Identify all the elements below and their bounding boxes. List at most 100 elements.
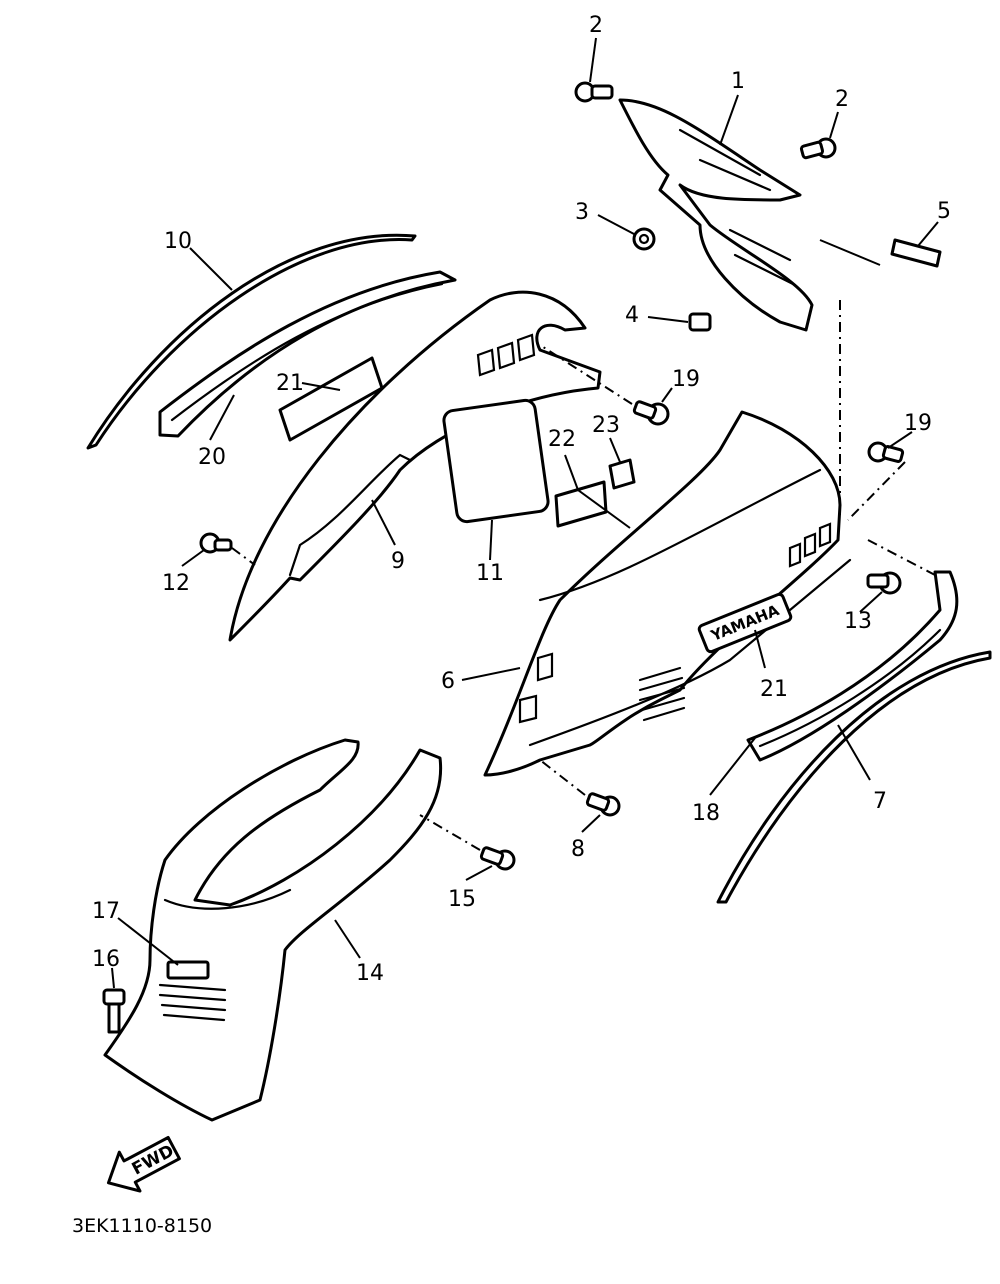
part-15-screw	[479, 846, 516, 871]
part-18-rail-detail	[758, 628, 942, 748]
part-6-lower-edge	[528, 558, 852, 747]
assembly-line-12	[231, 547, 256, 566]
callout-18: 18	[692, 801, 720, 826]
leader-6	[461, 667, 521, 681]
part-12-screw	[199, 532, 233, 554]
leader-13	[859, 591, 883, 613]
leader-1	[719, 94, 739, 146]
part-23-label	[608, 458, 636, 490]
callout-10: 10	[164, 229, 192, 254]
leader-4	[647, 316, 689, 323]
part-19-screw-left	[632, 400, 670, 426]
leader-16	[111, 967, 115, 989]
part-14-inner-edge	[163, 888, 292, 910]
callout-1: 1	[731, 69, 745, 94]
callout-11: 11	[476, 561, 504, 586]
leader-18	[709, 737, 756, 796]
callout-8: 8	[571, 837, 585, 862]
part-14-vents	[158, 983, 227, 1022]
leader-19-right	[887, 431, 913, 449]
assembly-line-13	[867, 539, 936, 576]
part-1-rib-1	[678, 128, 762, 177]
part-1-rib-2	[698, 158, 772, 192]
leader-12	[181, 549, 205, 567]
part-6-vent-2	[518, 694, 538, 724]
callout-23: 23	[592, 413, 620, 438]
callout-5: 5	[937, 199, 951, 224]
fwd-arrow: FWD	[106, 1136, 181, 1193]
part-6-main-side-cover	[483, 410, 842, 777]
part-4-clip	[688, 312, 712, 332]
part-1-rear-bracket	[618, 98, 814, 332]
callout-12: 12	[162, 571, 190, 596]
assembly-line-19-right	[847, 461, 906, 521]
leader-2-right	[829, 111, 839, 139]
part-1-rib-4	[733, 253, 797, 287]
part-7-lower-trim	[716, 650, 992, 904]
leader-15	[465, 865, 493, 881]
part-6-highlight	[538, 468, 822, 602]
leader-19-left	[661, 387, 673, 403]
leader-8	[581, 814, 601, 833]
callout-7: 7	[873, 789, 887, 814]
callout-2-right: 2	[835, 87, 849, 112]
part-5-label	[890, 238, 942, 268]
callout-2-left: 2	[589, 13, 603, 38]
leader-2-left	[589, 37, 597, 83]
leader-7	[837, 724, 871, 781]
callout-19-left: 19	[672, 367, 700, 392]
callout-22: 22	[548, 427, 576, 452]
part-6-vent-3	[788, 542, 802, 568]
part-11-seal	[442, 398, 550, 524]
leader-14	[334, 919, 361, 959]
part-3-nut	[632, 227, 656, 251]
diagram-code: 3EK1110-8150	[72, 1215, 212, 1237]
callout-19-right: 19	[904, 411, 932, 436]
leader-5	[917, 221, 939, 247]
assembly-line-15	[419, 814, 481, 851]
leader-21-right	[754, 629, 766, 669]
part-2-screw-right	[799, 137, 837, 160]
callout-4: 4	[625, 303, 639, 328]
part-9-slot-3	[516, 333, 536, 362]
assembly-line-5	[819, 239, 881, 266]
leader-10	[189, 247, 233, 291]
callout-9: 9	[391, 549, 405, 574]
part-9-slot-2	[496, 341, 516, 370]
leader-11	[489, 519, 493, 561]
callout-16: 16	[92, 947, 120, 972]
leader-23	[609, 437, 621, 463]
part-22-label	[554, 480, 608, 528]
callout-17: 17	[92, 899, 120, 924]
part-14-lower-cover	[103, 738, 443, 1122]
callout-6: 6	[441, 669, 455, 694]
callout-14: 14	[356, 961, 384, 986]
assembly-line-19-left	[539, 344, 633, 405]
callout-3: 3	[575, 200, 589, 225]
part-2-screw-left	[574, 81, 614, 103]
part-20-side-rail	[158, 270, 457, 438]
part-10-trim-strip	[86, 233, 417, 450]
leader-17	[117, 917, 179, 966]
part-21-label-left	[278, 356, 384, 442]
part-13-screw	[866, 571, 902, 595]
callout-20: 20	[198, 445, 226, 470]
part-6-vent-4	[803, 532, 817, 558]
part-16-bolt	[102, 988, 126, 1034]
part-1-rib-3	[728, 228, 792, 262]
part-6-vent-5	[818, 522, 832, 548]
part-6-vent-1	[536, 652, 554, 682]
leader-22	[564, 454, 631, 529]
callout-13: 13	[844, 609, 872, 634]
callout-21-right: 21	[760, 677, 788, 702]
part-17-emblem	[166, 960, 210, 980]
leader-21-left	[301, 382, 341, 391]
part-19-screw-right	[867, 441, 905, 463]
leader-9	[371, 499, 396, 546]
leader-3	[597, 214, 635, 235]
assembly-line-8	[539, 759, 586, 796]
part-20-rail-detail	[170, 282, 444, 422]
part-8-screw	[585, 792, 621, 817]
part-9-slot-1	[476, 348, 496, 377]
